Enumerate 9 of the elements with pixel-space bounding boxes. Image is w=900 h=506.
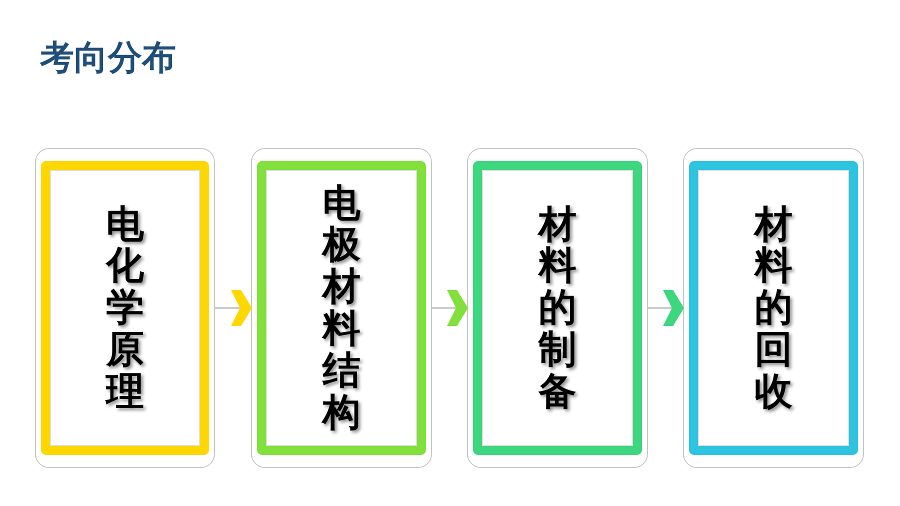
step-card [467, 148, 648, 468]
step-card [251, 148, 432, 468]
step-text: 电极材料结构 [322, 182, 360, 434]
step-card [35, 148, 215, 468]
step-card [683, 148, 864, 468]
step-text: 电化学原理 [106, 204, 144, 412]
step-text: 材料的制备 [538, 204, 576, 412]
title: 考向分布 [40, 38, 176, 79]
step-text: 材料的回收 [754, 204, 792, 412]
